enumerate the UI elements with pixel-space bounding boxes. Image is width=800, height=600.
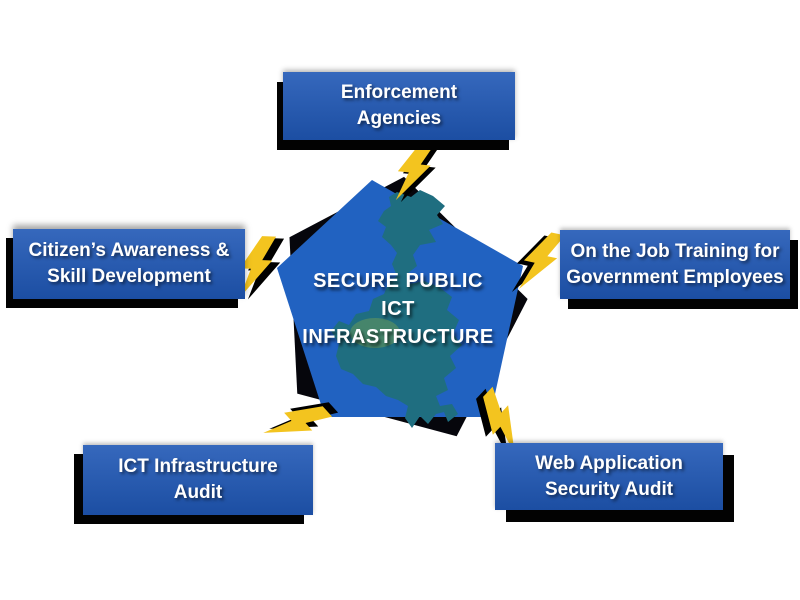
node-label-line: Audit <box>173 482 223 503</box>
node-on-the-job-training: On the Job Training for Government Emplo… <box>560 230 790 299</box>
lightning-bolt-icon-left <box>238 235 285 301</box>
node-citizens-awareness: Citizen’s Awareness & Skill Development <box>13 229 245 299</box>
node-label-line: On the Job Training for <box>570 240 780 262</box>
node-label-line: Agencies <box>356 108 442 129</box>
node-label-line: ICT Infrastructure <box>118 456 278 477</box>
node-label-line: Web Application <box>535 452 683 474</box>
node-label-line: Skill Development <box>47 266 211 287</box>
node-ict-infrastructure-audit: ICT Infrastructure Audit <box>83 445 313 515</box>
center-label-line: SECURE PUBLIC <box>313 270 483 292</box>
lightning-bolt-icon-top <box>394 138 442 206</box>
node-label-line: Enforcement <box>340 82 458 103</box>
center-label-line: ICT <box>381 298 415 320</box>
node-web-application-security-audit: Web Application Security Audit <box>495 443 723 510</box>
node-label-line: Government Employees <box>566 266 784 288</box>
center-pentagon-label: SECURE PUBLIC ICT INFRASTRUCTURE <box>285 267 511 351</box>
center-label-line: INFRASTRUCTURE <box>302 326 494 348</box>
node-label-line: Citizen’s Awareness & <box>28 240 230 261</box>
lightning-bolt-icon-right <box>510 228 566 300</box>
node-enforcement-agencies: Enforcement Agencies <box>283 72 515 140</box>
node-label-line: Security Audit <box>544 478 674 500</box>
